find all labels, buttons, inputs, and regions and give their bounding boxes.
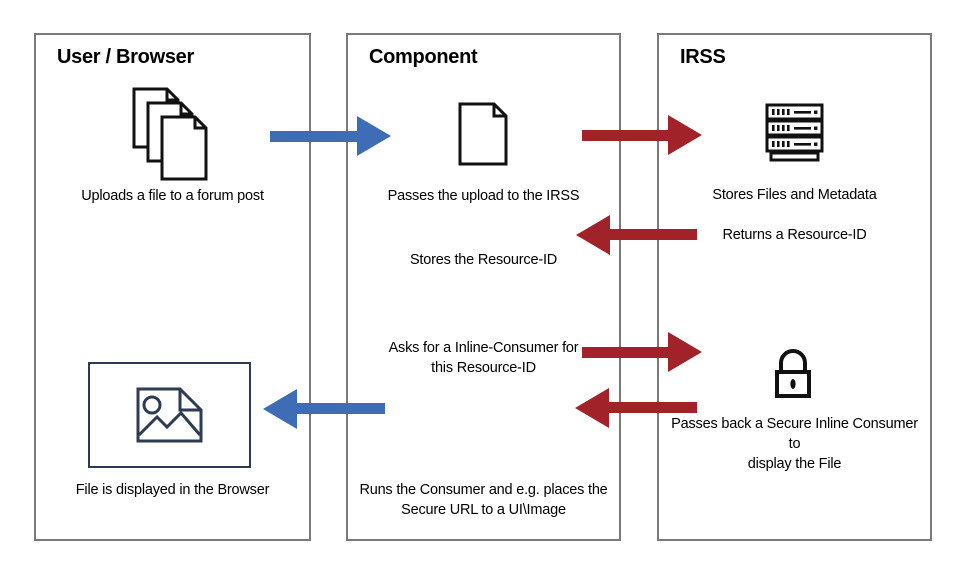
lock-icon [771,347,815,401]
server-stack-icon [764,102,826,164]
image-file-icon [135,386,205,444]
lane-title-irss: IRSS [680,46,726,68]
lane-title-component: Component [369,46,478,68]
caption-stores-resource-id: Stores the Resource-ID [409,252,558,268]
caption-runs-consumer: Runs the Consumer and e.g. places the Se… [359,482,608,518]
caption-returns-resource-id: Returns a Resource-ID [722,227,867,243]
files-stack-icon [131,86,215,184]
caption-asks-inline-consumer: Asks for a Inline-Consumer for this Reso… [388,340,579,376]
caption-passes-upload: Passes the upload to the IRSS [387,188,580,204]
document-icon [457,101,509,167]
caption-stores-files: Stores Files and Metadata [712,187,877,203]
caption-upload: Uploads a file to a forum post [81,188,264,204]
browser-preview-frame [88,362,251,468]
caption-file-displayed: File is displayed in the Browser [75,482,270,498]
lane-title-user-browser: User / Browser [57,46,194,68]
caption-passes-back-consumer: Passes back a Secure Inline Consumer to … [671,416,918,472]
lane-component: Component [346,33,621,541]
